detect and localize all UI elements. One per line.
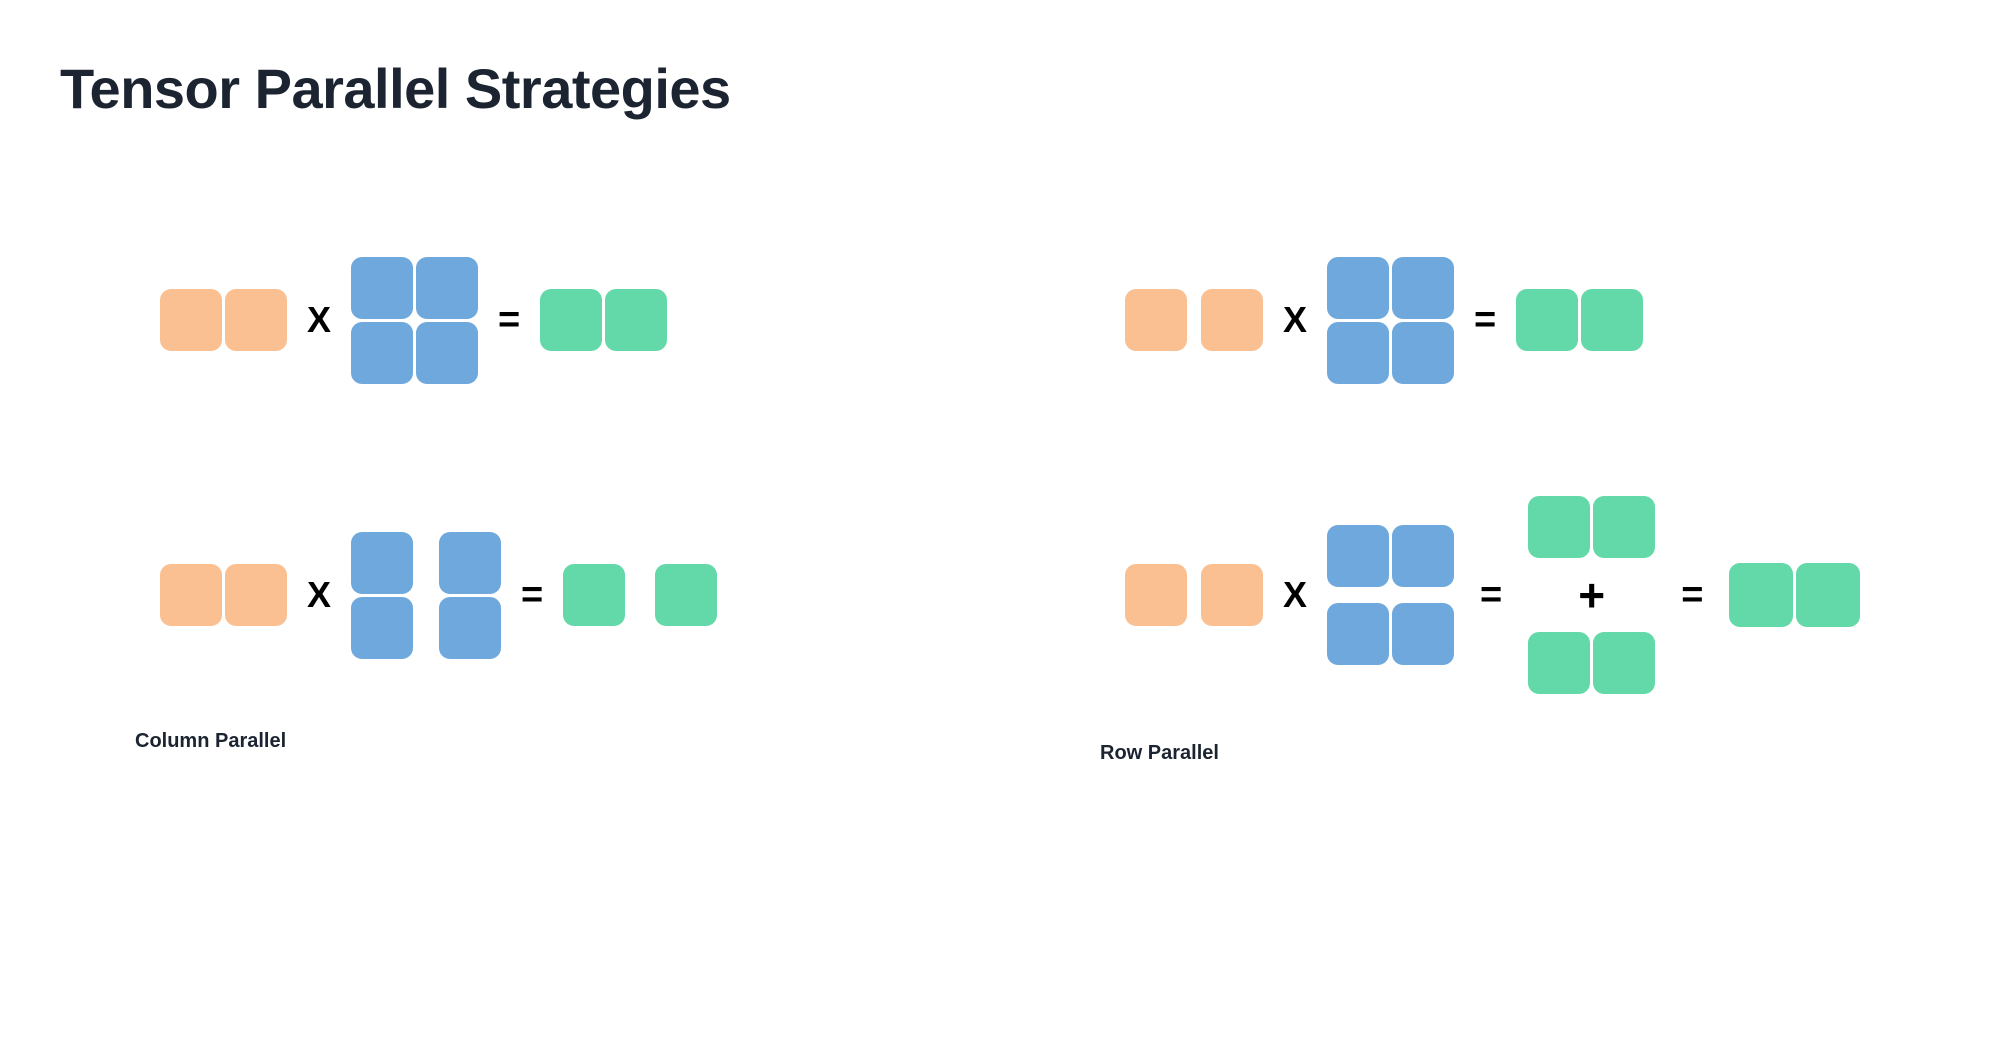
matrix-cell-green	[1528, 496, 1591, 558]
matrix-cell-orange	[160, 564, 222, 626]
matrix-cell-blue	[1392, 256, 1455, 319]
equals-operator: =	[1681, 574, 1704, 616]
matrix-cell-orange	[160, 289, 222, 351]
output-vector-column-split-green	[563, 564, 718, 626]
matrix-cell-green	[605, 289, 668, 351]
equals-operator: =	[1480, 574, 1503, 616]
output-vector-green	[540, 289, 668, 351]
matrix-cell-blue	[351, 256, 414, 319]
multiply-operator: X	[307, 574, 332, 615]
matrix-row	[1327, 256, 1455, 319]
strategy-label-row-parallel: Row Parallel	[1100, 742, 1219, 764]
partial-output-rank-0-green	[1528, 496, 1656, 558]
matrix-row	[351, 596, 502, 659]
partial-sums-stack: +	[1528, 496, 1656, 694]
output-vector-green	[1516, 289, 1644, 351]
matrix-cell-orange	[1125, 289, 1187, 351]
activation-vector-split-orange	[1125, 289, 1263, 351]
activation-vector-orange	[160, 564, 287, 626]
matrix-cell-green	[1593, 632, 1656, 694]
strategy-label-column-parallel: Column Parallel	[135, 730, 287, 752]
matrix-cell-blue	[1327, 256, 1390, 319]
matrix-row	[351, 321, 479, 384]
matrix-cell-green	[563, 564, 626, 626]
matrix-cell-green	[1516, 289, 1579, 351]
matrix-cell-blue	[351, 321, 414, 384]
matrix-cell-blue	[439, 596, 502, 659]
matrix-cell-blue	[1392, 321, 1455, 384]
matrix-cell-green	[1528, 632, 1591, 694]
panel-column-parallel: X = X	[60, 230, 1000, 920]
matrix-cell-blue	[1392, 525, 1455, 587]
reduced-output-vector-green	[1729, 563, 1861, 627]
matrix-cell-green	[655, 564, 718, 626]
matrix-cell-blue	[416, 321, 479, 384]
matrix-cell-blue	[351, 596, 414, 659]
matrix-cell-orange	[1201, 564, 1263, 626]
matrix-cell-orange	[1201, 289, 1263, 351]
matrix-cell-blue	[1327, 525, 1390, 587]
equals-operator: =	[498, 299, 521, 341]
matrix-cell-green	[1593, 496, 1656, 558]
matrix-cell-blue	[416, 256, 479, 319]
multiply-operator: X	[1283, 299, 1308, 340]
multiply-operator: X	[1283, 574, 1308, 615]
matrix-cell-blue	[1327, 321, 1390, 384]
equals-operator: =	[521, 574, 544, 616]
matrix-row	[1327, 603, 1455, 665]
activation-vector-orange	[160, 289, 287, 351]
matrix-cell-blue	[1392, 603, 1455, 665]
equation-column-strategy: X =	[160, 505, 718, 685]
multiply-operator: X	[307, 299, 332, 340]
matrix-cell-blue	[351, 531, 414, 594]
matrix-cell-green	[1581, 289, 1644, 351]
panel-row-parallel: X = X	[1050, 230, 1990, 920]
matrix-row	[1327, 321, 1455, 384]
activation-vector-split-orange	[1125, 564, 1263, 626]
matrix-row	[351, 531, 502, 594]
matrix-cell-blue	[1327, 603, 1390, 665]
equation-column-reference: X =	[160, 230, 668, 410]
partial-output-rank-1-green	[1528, 632, 1656, 694]
weight-matrix-row-split-blue	[1327, 525, 1455, 665]
matrix-cell-green	[1729, 563, 1794, 627]
matrix-cell-orange	[225, 564, 287, 626]
matrix-row	[351, 256, 479, 319]
matrix-cell-green	[540, 289, 603, 351]
equals-operator: =	[1474, 299, 1497, 341]
weight-matrix-blue	[1327, 256, 1455, 384]
weight-matrix-column-split-blue	[351, 531, 502, 659]
page-title: Tensor Parallel Strategies	[60, 57, 731, 120]
matrix-cell-orange	[1125, 564, 1187, 626]
equation-row-strategy: X = + =	[1125, 496, 1861, 694]
plus-operator: +	[1578, 569, 1606, 621]
matrix-row	[1327, 525, 1455, 587]
weight-matrix-blue	[351, 256, 479, 384]
matrix-cell-blue	[439, 531, 502, 594]
matrix-cell-green	[1796, 563, 1861, 627]
matrix-cell-orange	[225, 289, 287, 351]
equation-row-reference: X =	[1125, 230, 1644, 410]
